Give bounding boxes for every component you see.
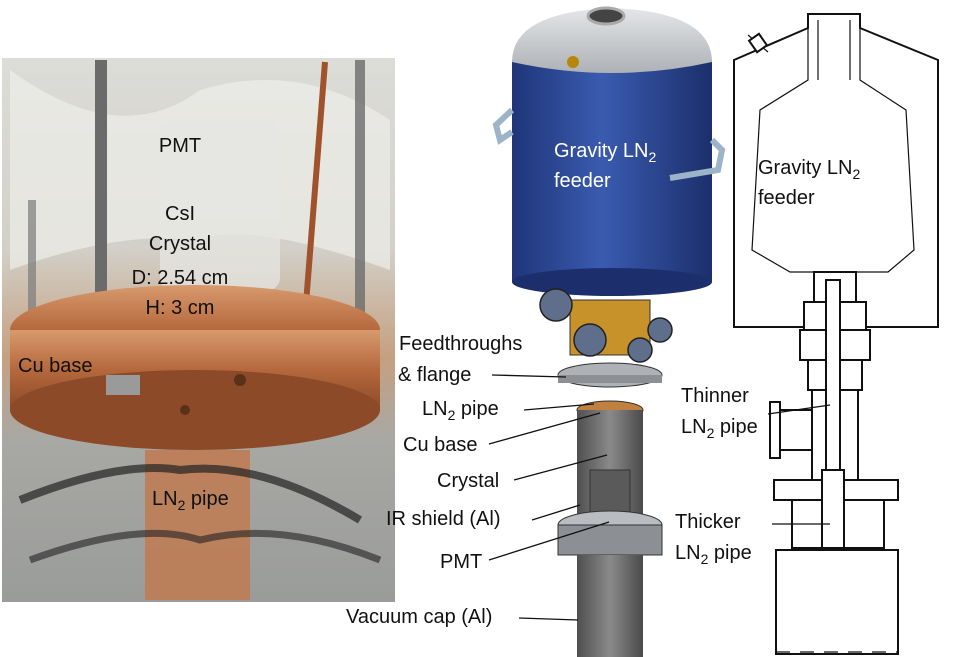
- pmt-body: [160, 120, 280, 290]
- label-pmt-render: PMT: [440, 551, 482, 573]
- label-pmt-photo: PMT: [159, 135, 201, 157]
- label-crystal-diameter: D: 2.54 cm: [132, 267, 229, 289]
- label-feeder-render-line2: feeder: [554, 170, 611, 192]
- label-flange: & flange: [398, 364, 471, 386]
- vacuum-cap: [577, 555, 643, 657]
- threaded-rod-right: [355, 60, 365, 390]
- label-thicker-line2: LN2 pipe: [675, 542, 752, 567]
- side-port-flange: [769, 401, 781, 459]
- bolt-hole: [234, 374, 246, 386]
- label-thinner-line2: LN2 pipe: [681, 416, 758, 441]
- feedthrough-flange: [647, 317, 673, 343]
- photo-panel: PMT CsI Crystal D: 2.54 cm H: 3 cm Cu ba…: [2, 58, 395, 602]
- leader-feedthroughs: [491, 374, 567, 378]
- thicker-pipe: [821, 469, 845, 549]
- threaded-rod-far-left: [28, 200, 36, 400]
- feeder-lid: [512, 8, 712, 73]
- leader-vacuum-cap: [518, 617, 579, 621]
- label-feedthroughs: Feedthroughs: [399, 333, 522, 355]
- handle-right: [669, 137, 726, 181]
- label-thicker-line1: Thicker: [675, 511, 741, 533]
- cu-base-bottom: [10, 370, 380, 450]
- label-crystal-height: H: 3 cm: [146, 297, 215, 319]
- bolt-nut-left: [106, 375, 140, 395]
- label-ln2-pipe-photo: LN2 pipe: [152, 488, 229, 513]
- feeder-bottom: [512, 268, 712, 296]
- handle-left: [492, 107, 515, 145]
- leader-crystal: [513, 454, 608, 481]
- label-csi: CsI: [165, 203, 195, 225]
- black-cables: [28, 529, 382, 564]
- label-thinner-line1: Thinner: [681, 385, 749, 407]
- thinner-pipe: [825, 279, 841, 471]
- ln2-pipe-photo: [145, 450, 250, 600]
- feeder-port: [586, 6, 626, 26]
- feeder-blue-body: [512, 60, 712, 282]
- feeder-valve: [747, 32, 769, 54]
- label-feeder-render: Gravity LN2: [554, 140, 656, 165]
- label-ir-shield: IR shield (Al): [386, 508, 500, 530]
- label-feeder-drawing: Gravity LN2: [758, 157, 860, 182]
- bolt-hole: [180, 405, 190, 415]
- bottom-chamber: [775, 549, 899, 655]
- label-crystal-render: Crystal: [437, 470, 499, 492]
- label-cu-base-photo: Cu base: [18, 355, 93, 377]
- label-crystal-photo: Crystal: [149, 233, 211, 255]
- vacuum-flange-edge: [557, 524, 663, 556]
- leader-pmt: [488, 521, 610, 561]
- black-cables: [18, 464, 363, 524]
- leader-ir-shield: [531, 504, 581, 521]
- drawing-panel: Gravity LN2 feeder Thinner LN2 pipe Thic…: [675, 13, 939, 655]
- label-cu-base-render: Cu base: [403, 434, 478, 456]
- feedthrough-flange: [539, 288, 573, 322]
- label-vacuum-cap: Vacuum cap (Al): [346, 606, 492, 628]
- leader-cu-base: [488, 412, 601, 445]
- label-ln2-pipe-render: LN2 pipe: [422, 398, 499, 423]
- feeder-inner-vessel-neck: [817, 20, 851, 80]
- leader-thinner: [767, 404, 831, 415]
- feedthrough-flange: [573, 323, 607, 357]
- lid-valve: [567, 56, 579, 68]
- leader-ln2-pipe: [523, 403, 595, 411]
- label-feeder-drawing-line2: feeder: [758, 187, 815, 209]
- feedthrough-flange: [627, 337, 653, 363]
- flange-disc-edge: [558, 375, 662, 383]
- render-panel: Gravity LN2 feeder Feedthroughs & flange…: [346, 6, 726, 657]
